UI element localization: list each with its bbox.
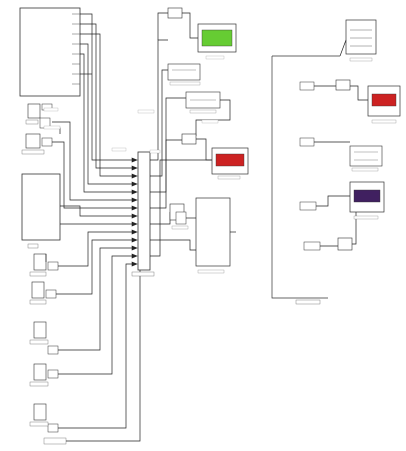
right-top-block[interactable]	[345, 19, 377, 62]
right-scope-block[interactable]	[349, 145, 383, 172]
gain-block-top[interactable]	[167, 7, 183, 19]
gain-block-mid[interactable]	[181, 133, 197, 145]
signal-lines-switch	[176, 217, 236, 251]
display-purple	[349, 181, 385, 220]
signal-lines-right-top	[314, 39, 368, 247]
display-red-left	[211, 147, 249, 180]
right-port-4[interactable]	[303, 241, 321, 251]
small-block-3[interactable]	[29, 253, 59, 277]
scope-block-1[interactable]	[167, 63, 201, 86]
subsystem-frame-right	[271, 55, 340, 299]
signal-lines-red1	[196, 138, 212, 161]
signal-lines-left	[80, 13, 132, 193]
right-port-2[interactable]	[299, 137, 315, 147]
port-arrow-column	[131, 157, 138, 267]
small-block-1[interactable]	[25, 103, 53, 129]
small-block-7[interactable]	[29, 403, 67, 445]
right-gain-2[interactable]	[337, 237, 353, 251]
subsystem-name-right	[295, 299, 321, 305]
right-port-3[interactable]	[299, 201, 317, 211]
signal-lines-mid	[60, 205, 132, 225]
signal-lines-lower	[45, 231, 141, 442]
signal-lines-scope	[195, 99, 231, 136]
small-block-6[interactable]	[29, 363, 59, 387]
switch-block[interactable]	[169, 203, 189, 230]
subsystem-block-large[interactable]	[19, 7, 81, 97]
right-port-1[interactable]	[299, 81, 315, 91]
small-block-2[interactable]	[21, 133, 53, 155]
signal-lines-small	[48, 121, 132, 209]
small-block-5[interactable]	[29, 321, 59, 355]
right-gain-1[interactable]	[335, 79, 351, 91]
signal-lines-top	[157, 12, 198, 40]
label-stubs	[43, 55, 225, 154]
central-subsystem-block[interactable]	[131, 151, 155, 277]
scope-block-2[interactable]	[185, 91, 221, 114]
signal-lines-central-out	[150, 39, 212, 257]
small-block-4[interactable]	[29, 281, 57, 305]
display-green	[197, 23, 237, 53]
output-scope-large[interactable]	[195, 197, 231, 274]
display-red-right	[367, 85, 401, 124]
subsystem-block-medium[interactable]	[21, 173, 61, 249]
